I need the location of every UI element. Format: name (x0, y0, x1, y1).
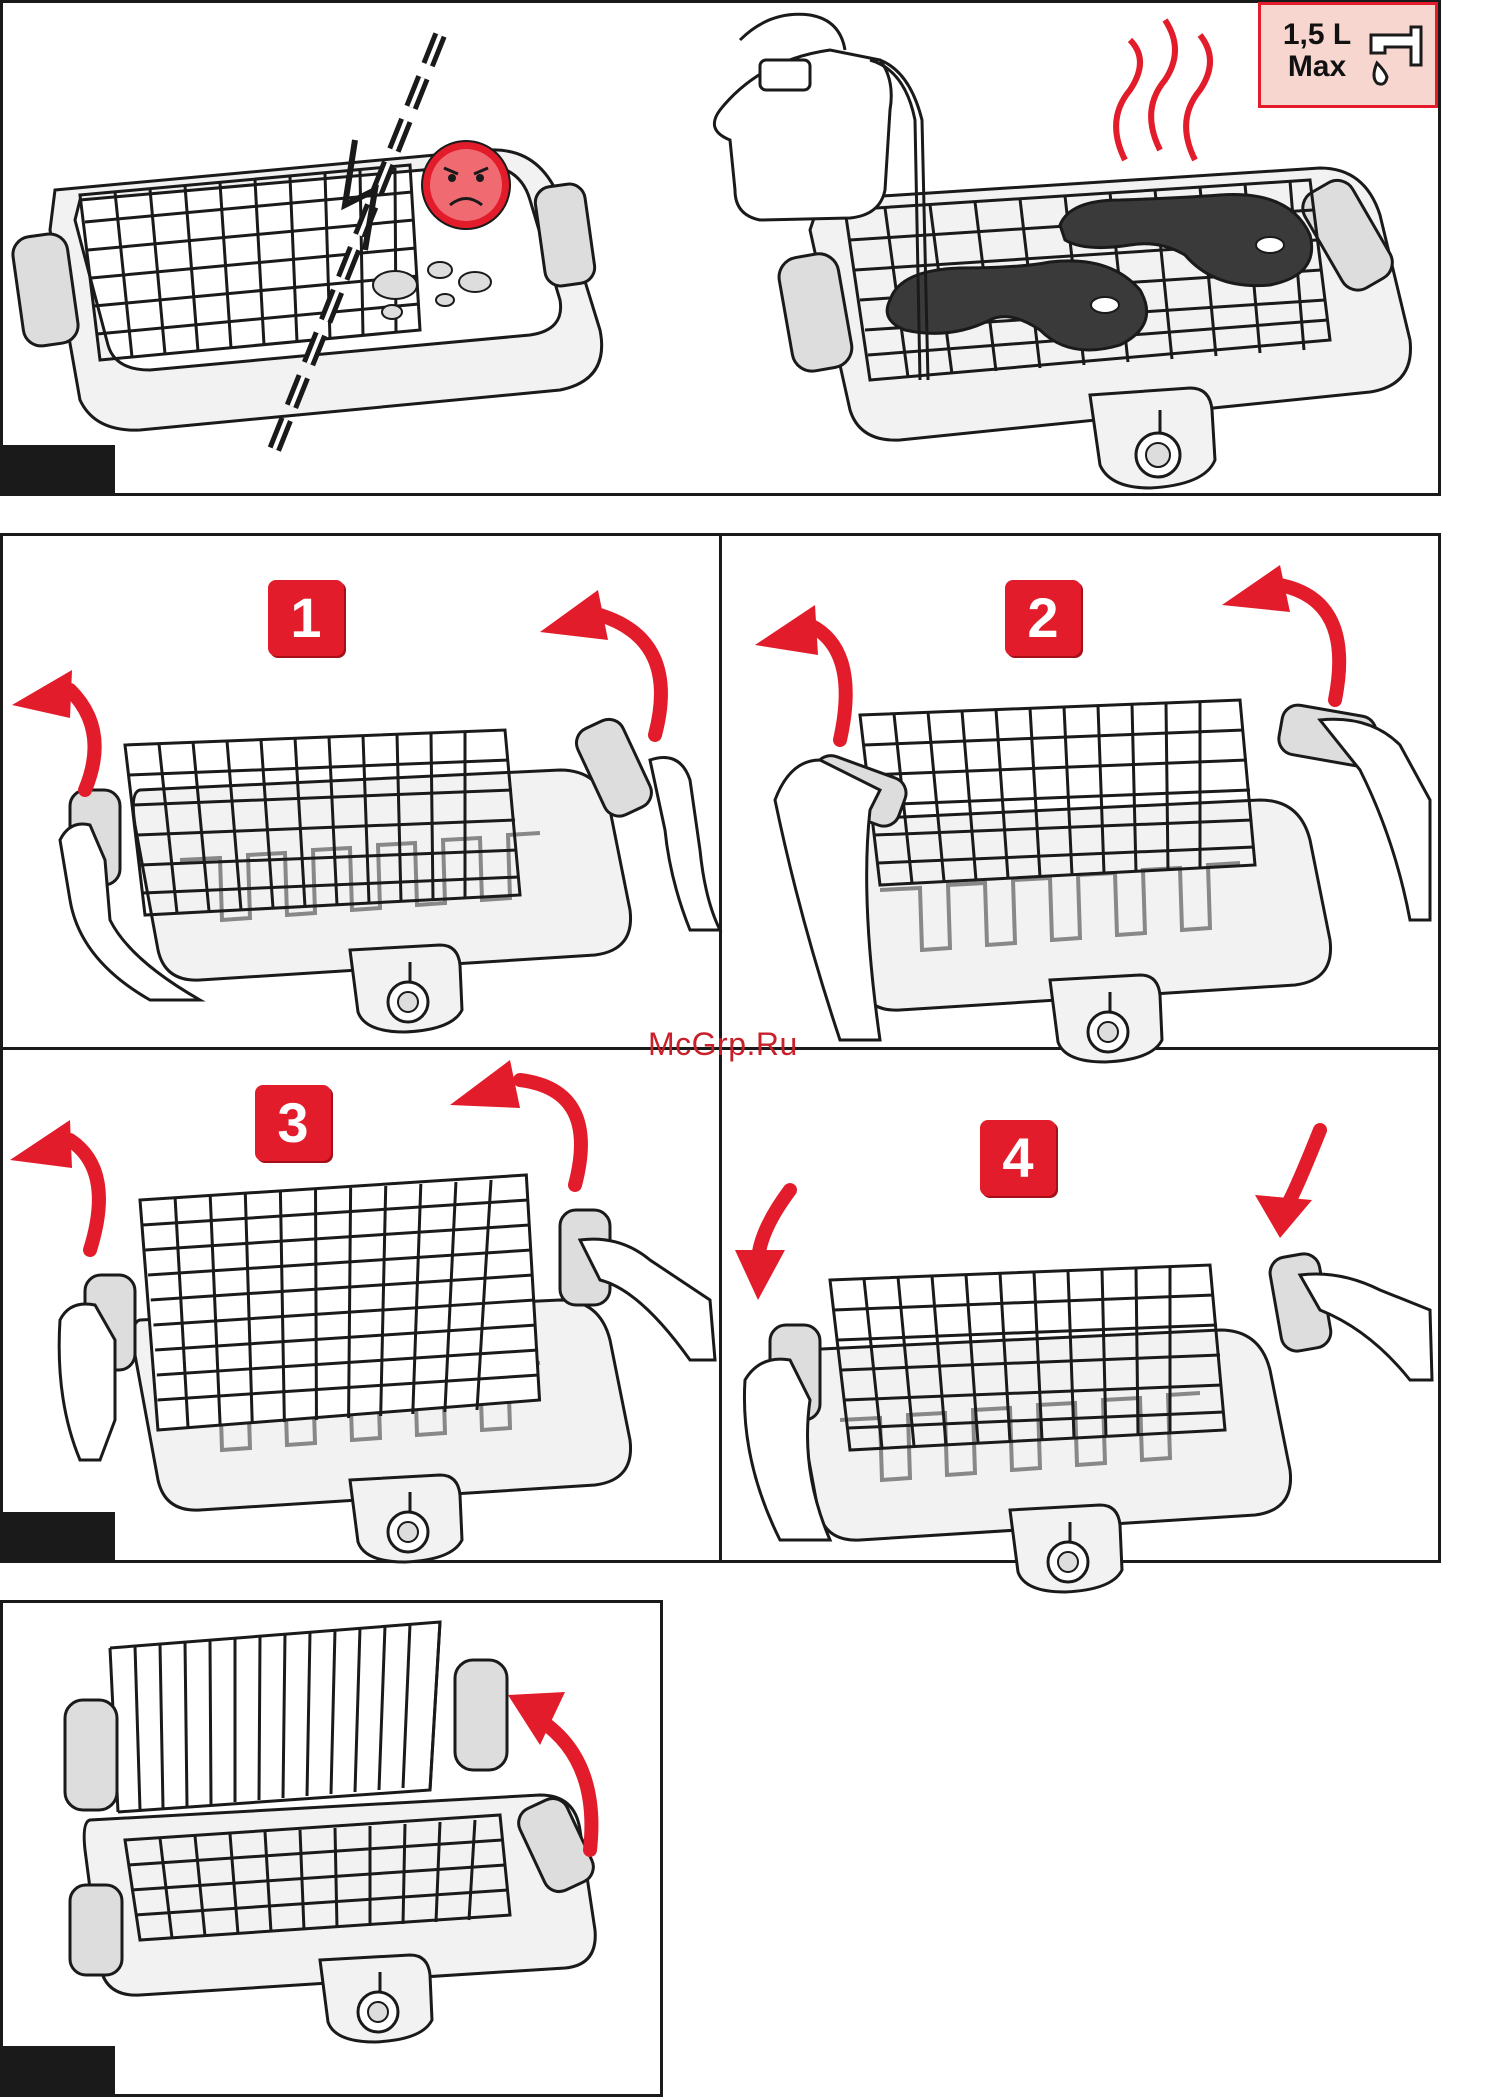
water-capacity-note: 1,5 L Max (1258, 2, 1438, 108)
water-capacity-text: 1,5 L Max (1277, 19, 1357, 83)
grill-no-water-illustration (11, 32, 604, 463)
panel-corner-tab (3, 2046, 115, 2094)
panel-corner-tab (3, 1512, 115, 1560)
watermark-text: McGrp.Ru (648, 1026, 798, 1062)
step-divider-horizontal (0, 1047, 1441, 1050)
step-badge-2: 2 (1005, 580, 1081, 656)
step-badge-1: 1 (268, 580, 344, 656)
steak-icon (885, 193, 1314, 352)
water-capacity-max: Max (1287, 50, 1347, 83)
water-tap-icon (1369, 25, 1423, 86)
step-badge-4: 4 (980, 1120, 1056, 1196)
grill-with-water-illustration (712, 12, 1412, 490)
panel-corner-tab (3, 445, 115, 493)
step-badge-3: 3 (255, 1085, 331, 1161)
angry-face-icon (421, 140, 511, 230)
water-capacity-amount: 1,5 L (1282, 18, 1352, 51)
